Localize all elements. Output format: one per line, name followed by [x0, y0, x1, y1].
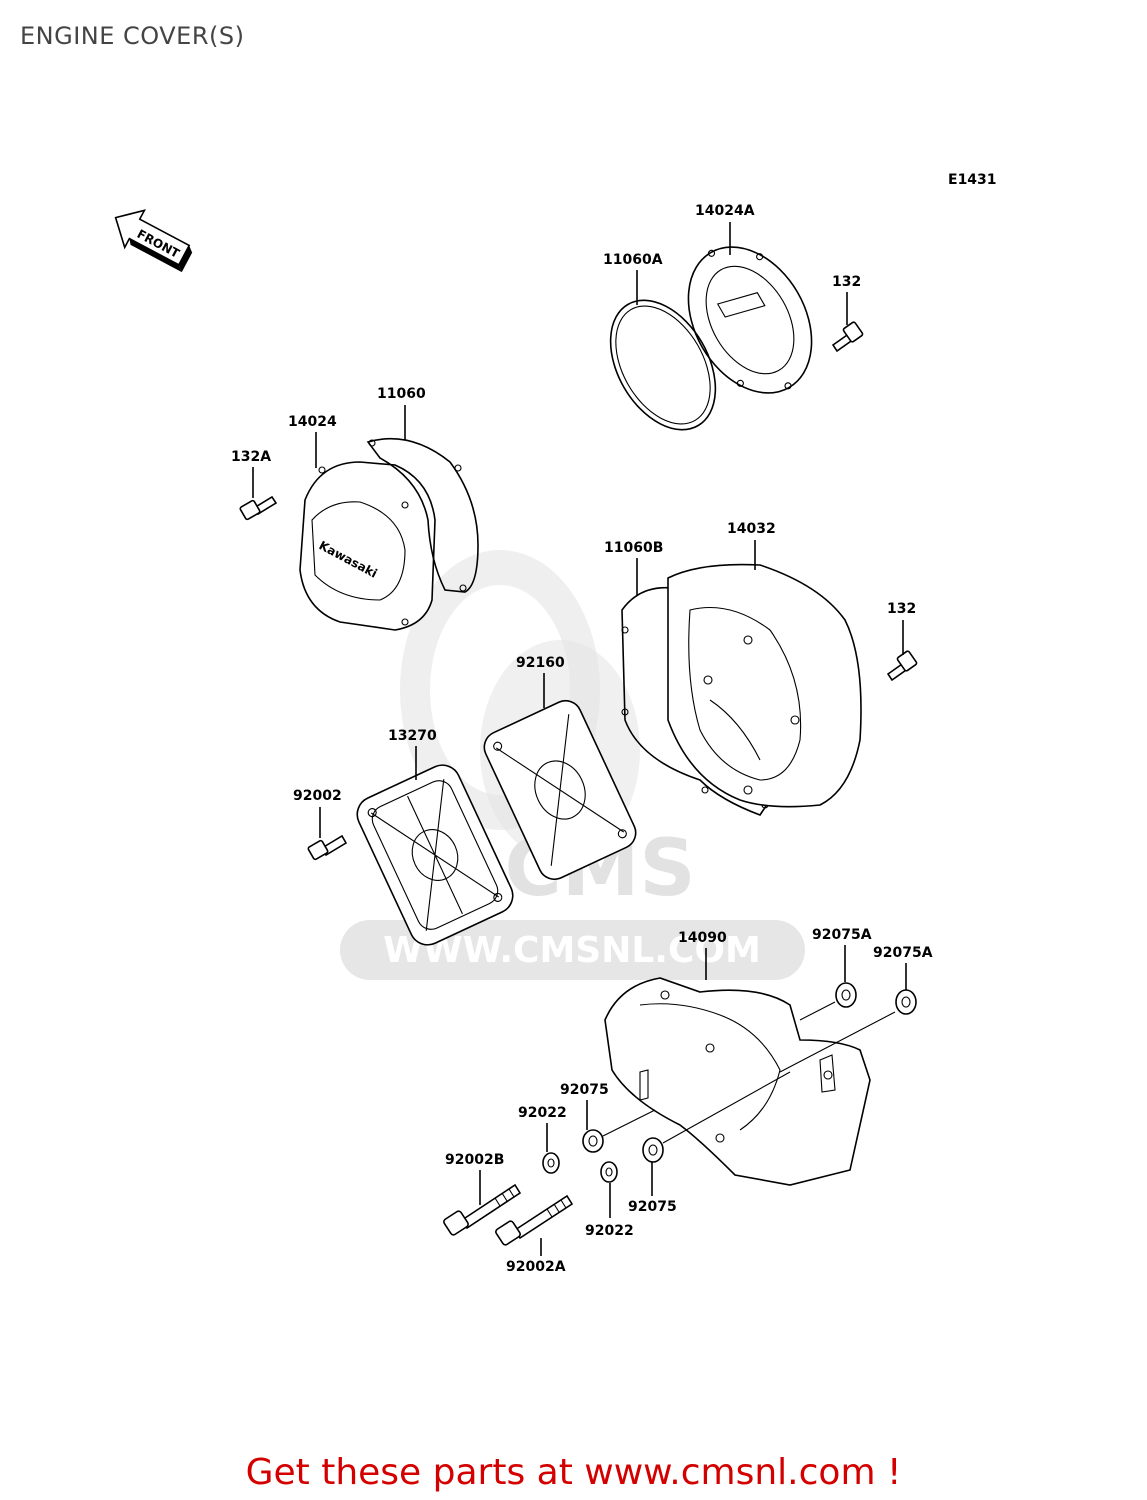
collar-92075a-1 [835, 982, 857, 1008]
footer-promo-text: Get these parts at www.cmsnl.com ! [245, 1452, 902, 1493]
label-92002a: 92002A [506, 1259, 566, 1275]
page-title: ENGINE COVER(S) [20, 22, 245, 50]
cover-92160 [483, 699, 637, 881]
label-92075a-1: 92075A [812, 927, 872, 943]
exploded-parts-diagram: CMS WWW.CMSNL.COM E1431 FRONT Kawasaki [114, 172, 997, 1275]
label-132-top: 132 [832, 274, 861, 290]
label-92160: 92160 [516, 655, 565, 671]
label-14024a: 14024A [695, 203, 755, 219]
label-11060: 11060 [377, 386, 426, 402]
washer-92022-1 [542, 1152, 560, 1174]
label-13270: 13270 [388, 728, 437, 744]
bolt-132a [239, 495, 278, 521]
cover-14024a [687, 246, 813, 394]
bolt-92002b [443, 1183, 522, 1236]
label-132-mid: 132 [887, 601, 916, 617]
label-14090: 14090 [678, 930, 727, 946]
cover-14090 [604, 977, 871, 1186]
label-92075-1: 92075 [560, 1082, 609, 1098]
label-92002: 92002 [293, 788, 342, 804]
ref-code: E1431 [948, 172, 997, 188]
bolt-92002 [307, 834, 348, 861]
gasket-11060a [609, 299, 717, 431]
label-92022-2: 92022 [585, 1223, 634, 1239]
gasket-11060 [366, 437, 479, 593]
label-11060a: 11060A [603, 252, 663, 268]
label-11060b: 11060B [604, 540, 663, 556]
label-92075a-2: 92075A [873, 945, 933, 961]
label-92075-2: 92075 [628, 1199, 677, 1215]
cover-13270 [356, 764, 514, 946]
collar-92075-1 [582, 1129, 604, 1153]
leader-lines [252, 222, 907, 1256]
washer-92022-2 [600, 1161, 618, 1183]
collar-92075-2 [642, 1137, 664, 1163]
label-132a: 132A [231, 449, 271, 465]
bolt-132-top [831, 321, 864, 353]
label-14032: 14032 [727, 521, 776, 537]
bolt-132-mid [886, 650, 918, 682]
label-14024: 14024 [288, 414, 337, 430]
label-92022-1: 92022 [518, 1105, 567, 1121]
bolt-92002a [495, 1194, 574, 1246]
label-92002b: 92002B [445, 1152, 504, 1168]
collar-92075a-2 [895, 989, 917, 1015]
cover-14032 [667, 563, 862, 808]
front-arrow-icon: FRONT [114, 209, 193, 273]
cover-14024: Kawasaki [299, 461, 436, 631]
